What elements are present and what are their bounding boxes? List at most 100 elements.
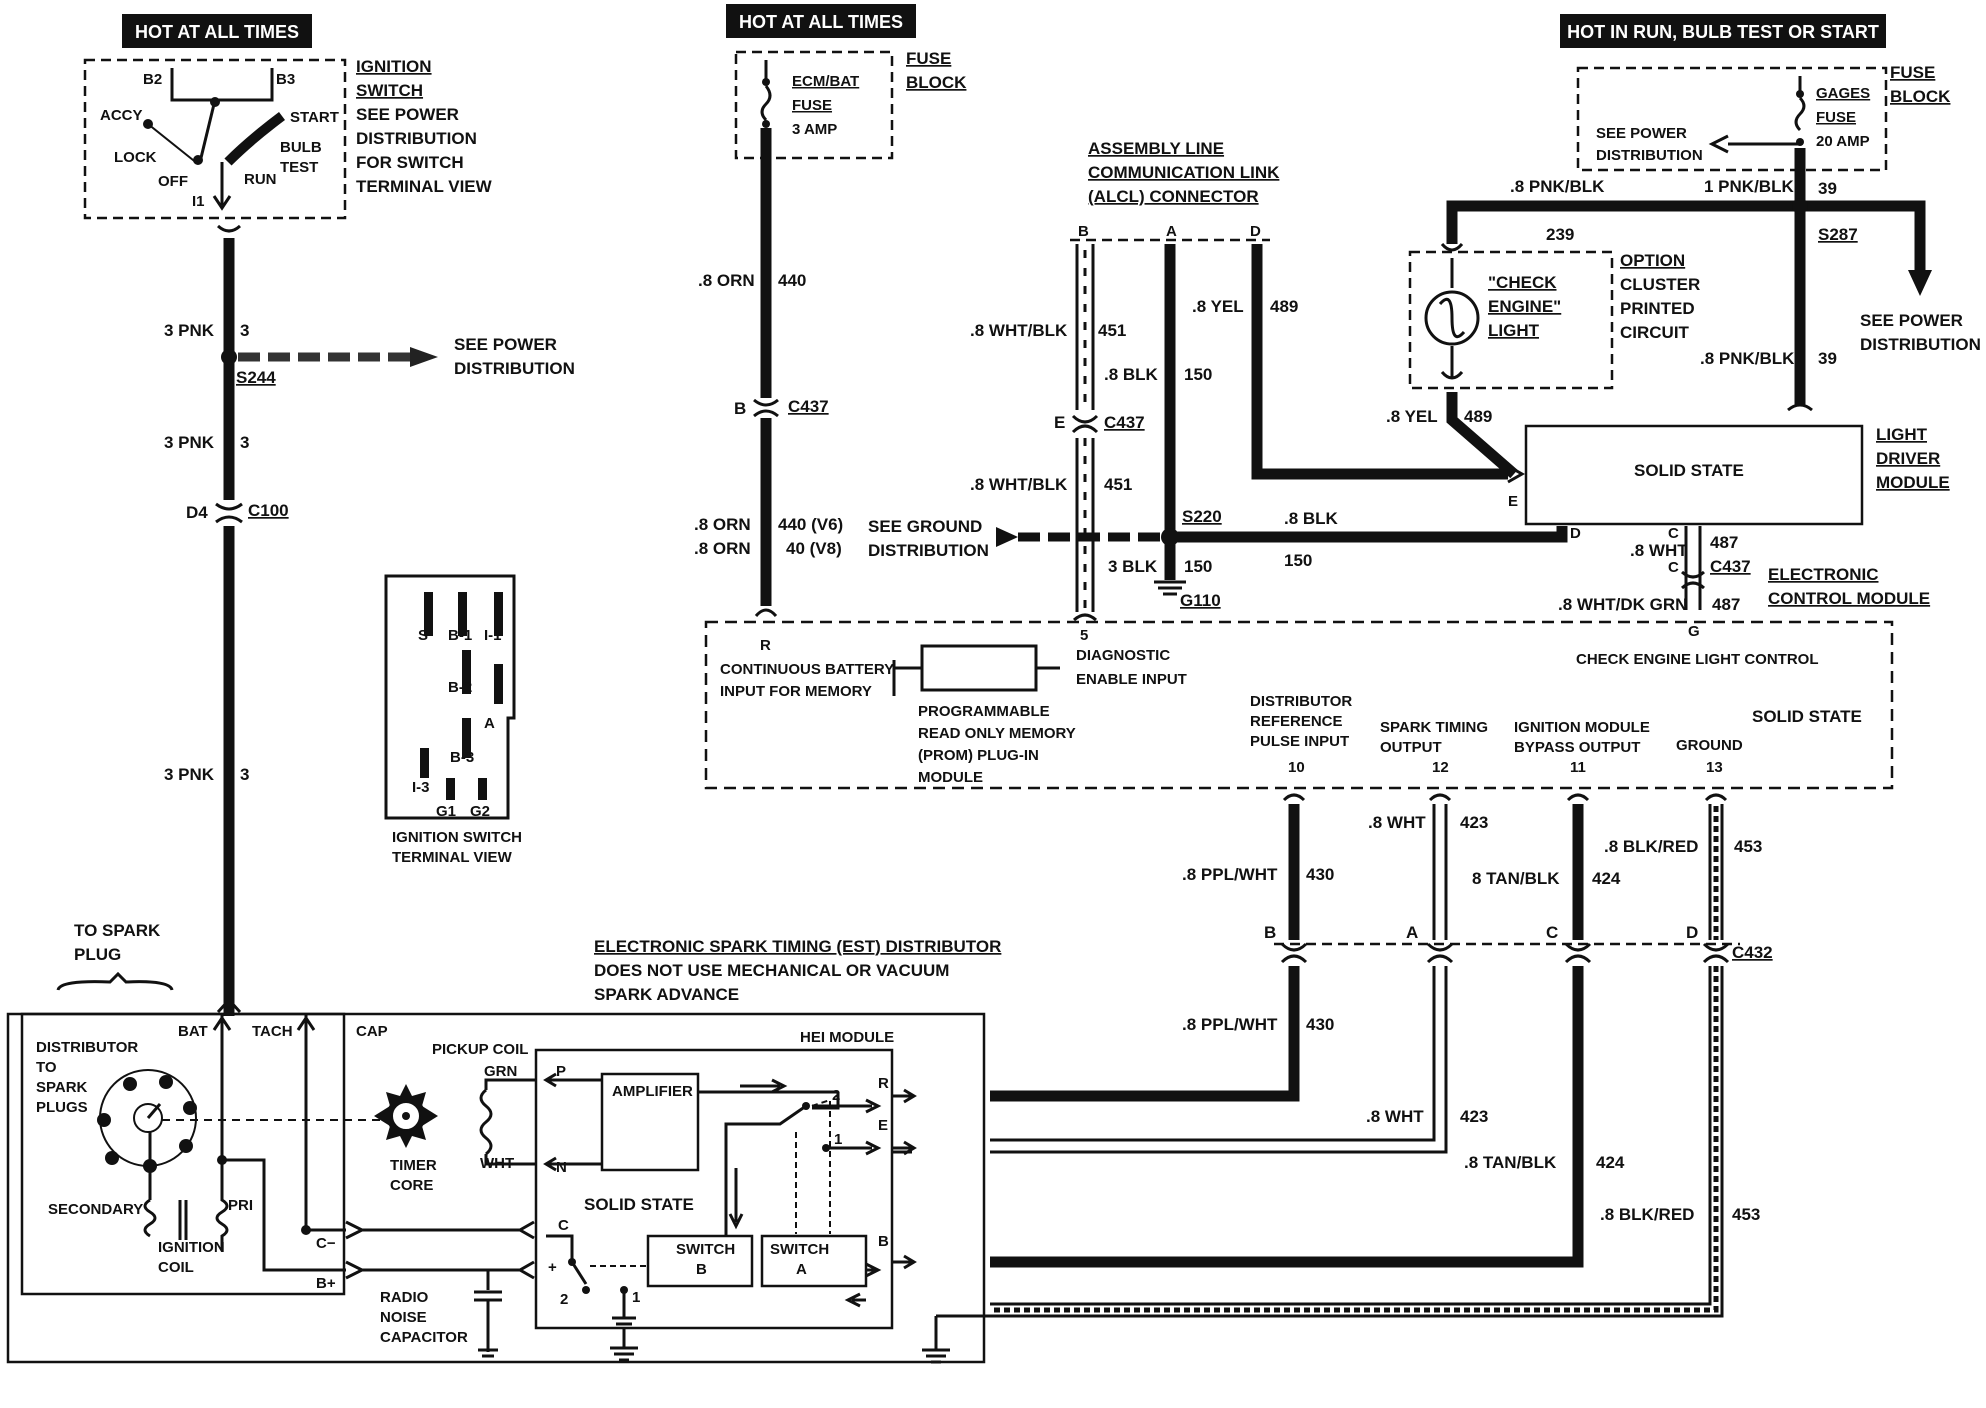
dist-swb-1: SWITCH [676, 1241, 735, 1258]
dist-plus: + [548, 1259, 557, 1276]
tv-b1: B-1 [448, 627, 472, 644]
dist-d1: DISTRIBUTOR [36, 1039, 138, 1056]
lw-w3-size: 3 PNK [164, 765, 215, 784]
ecm-cont-2: INPUT FOR MEMORY [720, 683, 872, 700]
dist-cap: CAP [356, 1023, 388, 1040]
alcl-e-pin: E [1054, 413, 1065, 432]
lw-see-power-1: SEE POWER [454, 335, 557, 354]
rf-pnk-left: .8 PNK/BLK [1510, 177, 1605, 196]
mf-name-1: ECM/BAT [792, 73, 859, 90]
cel-opt-4: CIRCUIT [1620, 323, 1690, 342]
lw-conn: C100 [248, 501, 289, 520]
ign-note-4: TERMINAL VIEW [356, 177, 493, 196]
dist-radio-3: CAPACITOR [380, 1329, 468, 1346]
lw-pin-a: A [1406, 923, 1418, 942]
dist-r: R [878, 1075, 889, 1092]
ecm-check: CHECK ENGINE LIGHT CONTROL [1576, 651, 1819, 668]
cel-l3: LIGHT [1488, 321, 1540, 340]
dist-timer-2: CORE [390, 1177, 433, 1194]
dist-d3: SPARK [36, 1079, 88, 1096]
ecm-five: 5 [1080, 627, 1088, 644]
ecm-dist-3: PULSE INPUT [1250, 733, 1349, 750]
ecm-ign-2: BYPASS OUTPUT [1514, 739, 1640, 756]
dist-wht: WHT [480, 1155, 514, 1172]
ldm-d: D [1570, 525, 1581, 542]
lw-blkred-n: 453 [1734, 837, 1762, 856]
ign-b2: B2 [143, 71, 162, 88]
ecm-solid: SOLID STATE [1752, 707, 1862, 726]
tv-g2: G2 [470, 803, 490, 820]
mf-rating: 3 AMP [792, 121, 837, 138]
rf-s287: S287 [1818, 225, 1858, 244]
dist-two: 2 [832, 1087, 840, 1104]
alcl-title-1: ASSEMBLY LINE [1088, 139, 1224, 158]
ign-i1: I1 [192, 193, 205, 210]
ecm-ign-1: IGNITION MODULE [1514, 719, 1650, 736]
ecm-spark-1: SPARK TIMING [1380, 719, 1488, 736]
dist-t2: DOES NOT USE MECHANICAL OR VACUUM [594, 961, 949, 980]
ign-b3: B3 [276, 71, 295, 88]
alcl-s220: S220 [1182, 507, 1222, 526]
ecm-dist-1: DISTRIBUTOR [1250, 693, 1352, 710]
tv-b3: B-3 [450, 749, 474, 766]
ldm-t3: MODULE [1876, 473, 1950, 492]
dist-swa-2: A [796, 1261, 807, 1278]
mf-block-2: BLOCK [906, 73, 967, 92]
tv-s: S [418, 627, 428, 644]
ign-note-2: DISTRIBUTION [356, 129, 477, 148]
alcl-blk-1: .8 BLK [1104, 365, 1159, 384]
dist-bat: BAT [178, 1023, 208, 1040]
dist-b: B [878, 1233, 889, 1250]
dist-pri: PRI [228, 1197, 253, 1214]
dist-pickup: PICKUP COIL [432, 1041, 528, 1058]
cel-opt-2: CLUSTER [1620, 275, 1700, 294]
rf-block-1: FUSE [1890, 63, 1935, 82]
ecm-gnd-n: 13 [1706, 759, 1723, 776]
lw-ppl2-n: 430 [1306, 1015, 1334, 1034]
rf-see-power-r2: DISTRIBUTION [1860, 335, 1981, 354]
gages-fuse: GAGES FUSE 20 AMP SEE POWER DISTRIBUTION… [1576, 63, 1951, 172]
lw-wht2: .8 WHT [1366, 1107, 1424, 1126]
ign-bulb: BULB [280, 139, 322, 156]
cel-opt-3: PRINTED [1620, 299, 1695, 318]
lw-c432: C432 [1732, 943, 1773, 962]
pnk-blk-wires: .8 PNK/BLK 1 PNK/BLK 39 239 S287 SEE POW… [1446, 148, 1981, 412]
cel-opt-1: OPTION [1620, 251, 1685, 270]
orn-wire: .8 ORN 440 B C437 .8 ORN 440 (V6) .8 ORN… [694, 128, 843, 618]
ecm-t2: CONTROL MODULE [1768, 589, 1930, 608]
ign-title-2: SWITCH [356, 81, 423, 100]
rf-pnk-main: 1 PNK/BLK [1704, 177, 1794, 196]
ecm-cont-1: CONTINUOUS BATTERY [720, 661, 894, 678]
dist-coil-2: COIL [158, 1259, 194, 1276]
tv-i3: I-3 [412, 779, 430, 796]
rf-239: 239 [1546, 225, 1574, 244]
electronic-control-module: ELECTRONIC CONTROL MODULE R CONTINUOUS B… [704, 565, 1930, 790]
tv-cap-2: TERMINAL VIEW [392, 849, 513, 866]
alcl-blk-2: .8 BLK [1284, 509, 1339, 528]
lw-pin-c: C [1546, 923, 1558, 942]
alcl-wht-2: .8 WHT/BLK [970, 475, 1068, 494]
ecm-t1: ELECTRONIC [1768, 565, 1879, 584]
ecm-dist-n: 10 [1288, 759, 1305, 776]
ign-lock: LOCK [114, 149, 157, 166]
lw-wht: .8 WHT [1368, 813, 1426, 832]
alcl-blk-1-num: 150 [1184, 365, 1212, 384]
dist-one: 1 [834, 1131, 842, 1148]
ecm-prom-1: PROGRAMMABLE [918, 703, 1050, 720]
ecm-prom-2: READ ONLY MEMORY [918, 725, 1076, 742]
ldm-c: C [1668, 525, 1679, 542]
ldm-wht-dk-num: 487 [1712, 595, 1740, 614]
dist-c: C [558, 1217, 569, 1234]
ign-note-1: SEE POWER [356, 105, 459, 124]
lw-w2-size: 3 PNK [164, 433, 215, 452]
ldm-c437: C437 [1710, 557, 1751, 576]
rf-see-power-2: DISTRIBUTION [1596, 147, 1703, 164]
dist-hei: HEI MODULE [800, 1029, 894, 1046]
rf-pnk-2: .8 PNK/BLK [1700, 349, 1795, 368]
lw-ppl-n: 430 [1306, 865, 1334, 884]
dist-e: E [878, 1117, 888, 1134]
tv-cap-1: IGNITION SWITCH [392, 829, 522, 846]
lw-blkred: .8 BLK/RED [1604, 837, 1698, 856]
ign-note-3: FOR SWITCH [356, 153, 464, 172]
